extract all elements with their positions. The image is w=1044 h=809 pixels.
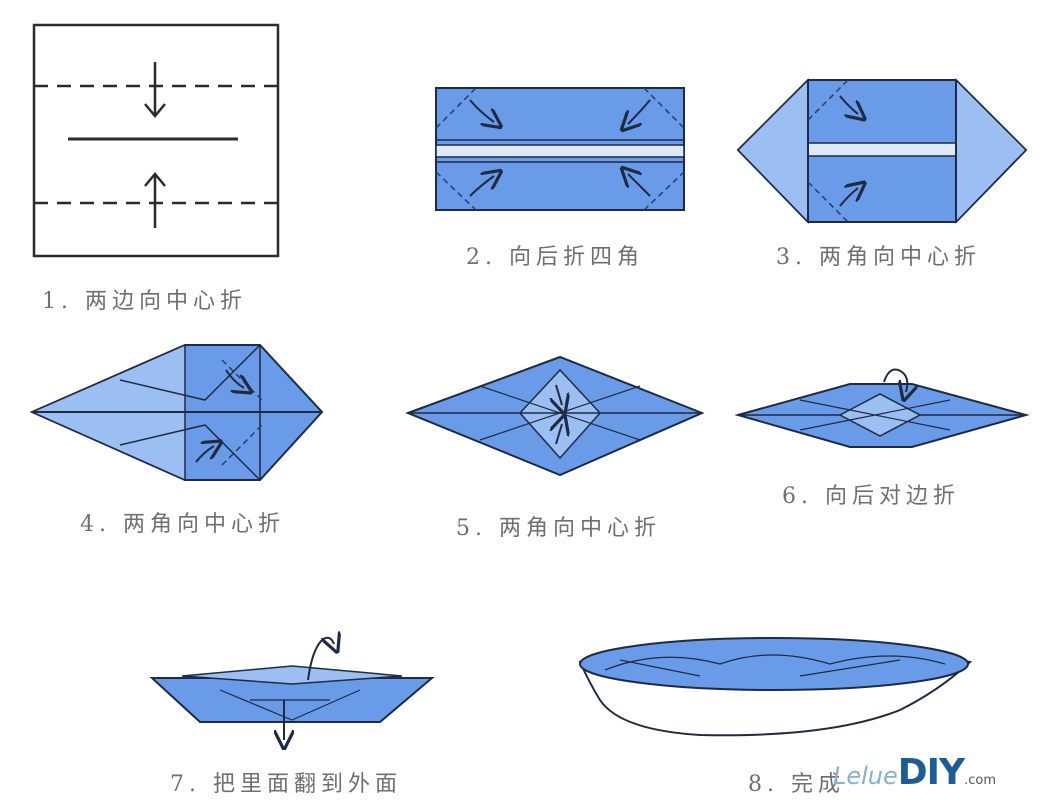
step5-figure (408, 357, 702, 475)
step3-caption: 3. 两角向中心折 (776, 239, 981, 271)
step7-figure (152, 638, 432, 740)
watermark-brand: DIY (898, 752, 964, 793)
watermark-prefix: Lelue (833, 762, 898, 790)
step4-figure (32, 345, 322, 480)
step1-figure (34, 25, 278, 256)
step3-figure (738, 80, 1026, 222)
step8-figure (580, 638, 970, 735)
watermark-suffix: .com (964, 773, 996, 788)
watermark-logo: LelueDIY.com (833, 752, 996, 793)
step8-caption: 8. 完成 (748, 766, 845, 798)
step1-caption: 1. 两边向中心折 (42, 283, 247, 315)
step2-figure (436, 88, 684, 210)
step6-caption: 6. 向后对边折 (782, 478, 960, 510)
step5-caption: 5. 两角向中心折 (456, 510, 661, 542)
step4-caption: 4. 两角向中心折 (80, 506, 285, 538)
step7-caption: 7. 把里面翻到外面 (170, 766, 402, 798)
step2-caption: 2. 向后折四角 (466, 239, 644, 271)
step6-figure (738, 370, 1026, 447)
